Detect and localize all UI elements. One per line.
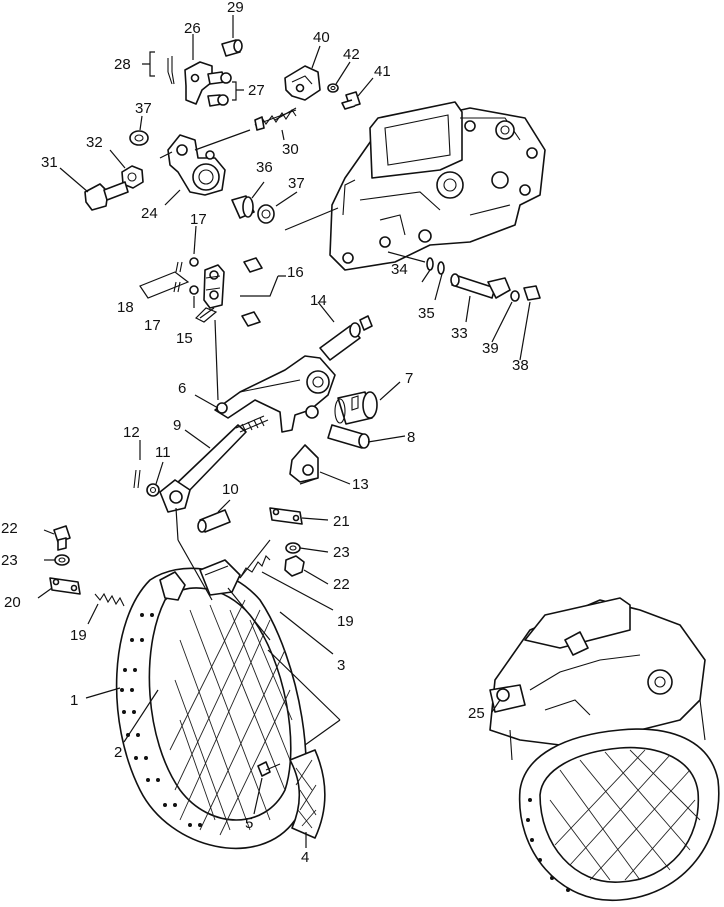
callout-29: 29 xyxy=(227,0,244,16)
o-ring-35 xyxy=(437,261,445,275)
callout-12: 12 xyxy=(123,424,140,441)
pin-8 xyxy=(327,424,370,449)
callout-36: 36 xyxy=(256,159,273,176)
clevis-26 xyxy=(184,61,232,107)
callout-33: 33 xyxy=(451,325,468,342)
washer-17 xyxy=(189,257,199,295)
callout-3: 3 xyxy=(337,657,345,674)
callout-31: 31 xyxy=(41,154,58,171)
bellcrank-24 xyxy=(167,134,226,196)
shaft-33 xyxy=(450,273,511,299)
callout-11: 11 xyxy=(155,444,171,461)
callout-21: 21 xyxy=(333,513,350,530)
callout-17-top: 17 xyxy=(190,211,207,228)
cam-7 xyxy=(334,391,378,425)
washer-37 xyxy=(257,204,275,224)
callout-27: 27 xyxy=(248,82,265,99)
callout-37: 37 xyxy=(288,175,305,192)
lever-6 xyxy=(214,355,336,433)
callout-32: 32 xyxy=(86,134,103,151)
lining-segment-4 xyxy=(289,749,326,839)
callout-7: 7 xyxy=(405,370,413,387)
callout-26: 26 xyxy=(184,20,201,37)
brake-band-1 xyxy=(115,559,307,850)
assembled-view-25 xyxy=(489,597,720,901)
callout-38: 38 xyxy=(512,357,529,374)
callout-15: 15 xyxy=(176,330,193,347)
callout-8: 8 xyxy=(407,429,415,446)
washer-37-top xyxy=(129,130,149,146)
callout-18: 18 xyxy=(117,299,134,316)
bracket-40 xyxy=(284,65,321,101)
spring-19-right xyxy=(239,539,271,579)
leader-lines xyxy=(37,15,531,848)
pin-10 xyxy=(197,509,231,533)
washer-23-right xyxy=(285,542,301,554)
rod-9 xyxy=(159,415,269,513)
callout-23-right: 23 xyxy=(333,544,350,561)
plate-20 xyxy=(49,577,81,595)
washer-42 xyxy=(327,83,339,93)
cotter-pin-18 xyxy=(173,261,183,293)
callout-19-left: 19 xyxy=(70,627,87,644)
callout-16: 16 xyxy=(287,264,304,281)
callout-30: 30 xyxy=(282,141,299,158)
bearing-36 xyxy=(231,195,255,219)
callout-28: 28 xyxy=(114,56,131,73)
callout-19-right: 19 xyxy=(337,613,354,630)
bolt-38 xyxy=(523,285,541,301)
callout-4: 4 xyxy=(301,849,309,866)
cotter-pin-28 xyxy=(167,56,175,85)
band-rivet-holes xyxy=(120,613,202,827)
callout-22-left: 22 xyxy=(1,520,18,537)
callout-41: 41 xyxy=(374,63,391,80)
callout-2: 2 xyxy=(114,744,122,761)
spring-19-left xyxy=(94,592,125,607)
callout-42: 42 xyxy=(343,46,360,63)
callout-labels: 29 26 40 42 28 41 27 37 32 30 31 36 37 2… xyxy=(1,0,529,866)
pin-16 xyxy=(241,257,263,327)
washer-39 xyxy=(510,290,520,302)
transmission-housing xyxy=(329,101,546,271)
link-15 xyxy=(203,264,225,309)
callout-5: 5 xyxy=(245,815,253,832)
screw-5 xyxy=(257,761,281,777)
bolt-41 xyxy=(341,91,361,110)
callout-24: 24 xyxy=(141,205,158,222)
o-ring-34 xyxy=(426,257,434,271)
callout-20: 20 xyxy=(4,594,21,611)
callout-13: 13 xyxy=(352,476,369,493)
callout-39: 39 xyxy=(482,340,499,357)
bolt-22-left xyxy=(53,525,71,551)
callout-34: 34 xyxy=(391,261,408,278)
bracket-13 xyxy=(289,444,319,483)
plate-21 xyxy=(269,507,303,525)
washer-11 xyxy=(146,483,160,497)
bolt-31 xyxy=(84,181,129,211)
nut-22-right xyxy=(284,555,305,577)
callout-1: 1 xyxy=(70,692,78,709)
callout-35: 35 xyxy=(418,305,435,322)
callout-25: 25 xyxy=(468,705,485,722)
callout-6: 6 xyxy=(178,380,186,397)
callout-10: 10 xyxy=(222,481,239,498)
spring-30 xyxy=(254,109,297,131)
callout-22-right: 22 xyxy=(333,576,350,593)
washer-23-left xyxy=(54,554,70,566)
callout-37-top: 37 xyxy=(135,100,152,117)
callout-23-left: 23 xyxy=(1,552,18,569)
bushing-29 xyxy=(221,39,243,57)
callout-9: 9 xyxy=(173,417,181,434)
cotter-pin-12 xyxy=(133,469,141,489)
callout-40: 40 xyxy=(313,29,330,46)
callout-17: 17 xyxy=(144,317,161,334)
pin-14 xyxy=(319,315,373,361)
callout-14: 14 xyxy=(310,292,327,309)
